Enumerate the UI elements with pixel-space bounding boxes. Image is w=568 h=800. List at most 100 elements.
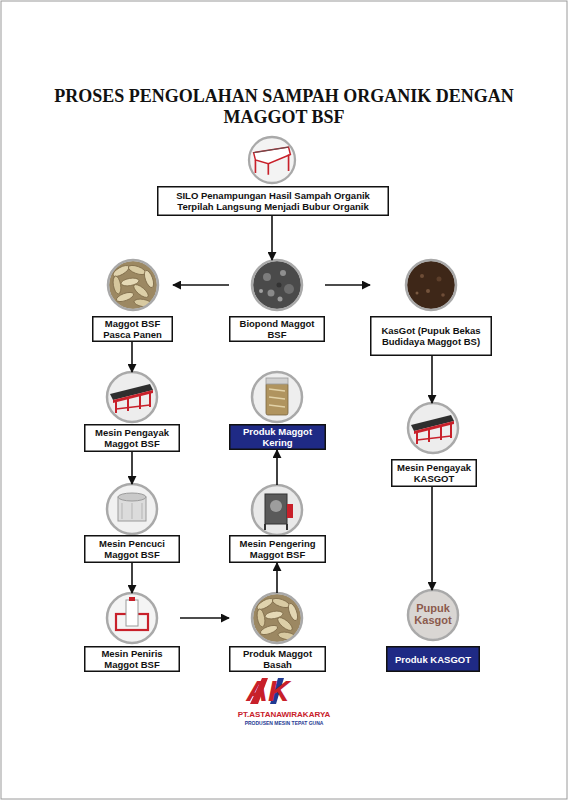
washer-machine [107,484,157,534]
dryer-machine [270,500,282,512]
spinner-machine [107,593,157,643]
box-text: Mesin Peniris Maggot BSF [87,648,177,670]
dried-maggot-photo [266,378,288,384]
silo-icon [249,137,295,183]
process-box: Produk Maggot Basah [229,593,326,672]
kasgot-photo [406,260,456,310]
box-outline [93,317,173,342]
silo-icon [254,147,291,164]
box-text: Produk KASGOT [395,654,471,665]
biopond-photo [252,260,302,310]
flow-arrow [271,216,273,260]
logo-text: AK [238,675,298,707]
silo-icon [288,154,290,171]
dryer-machine [252,485,302,535]
spinner-machine [129,597,135,601]
box-outline [85,425,180,452]
flow-arrow [276,563,278,593]
box-text: Maggot BSF Pasca Panen [95,318,170,340]
dried-maggot-photo [269,389,285,391]
process-box: Mesin Pencuci Maggot BSF [84,484,180,563]
washer-machine [122,503,123,519]
silo-icon [254,147,289,153]
biopond-photo [268,290,275,297]
box-outline [230,317,325,342]
process-box: Produk Maggot Kering [229,372,326,450]
box-text: Mesin Pengayak KASGOT [394,462,474,484]
process-box: Mesin Pengayak Maggot BSF [84,372,180,452]
washer-machine [107,484,157,534]
spinner-machine [107,593,157,643]
box-outline [387,647,480,672]
dried-maggot-photo [252,372,302,422]
kasgot-photo [437,277,442,282]
process-box: SILO Penampungan Hasil Sampah Organik Te… [157,137,389,216]
washer-machine [118,493,146,501]
flow-arrow [173,284,229,286]
kasgot-photo [406,260,456,310]
logo-text: PRODUSEN MESIN TEPAT GUNA [204,720,364,727]
process-box: Maggot BSF Pasca Panen [92,260,173,342]
dried-maggot-photo [252,372,302,422]
washer-machine [132,503,133,519]
illustration [408,403,458,453]
biopond-photo [263,273,271,281]
biopond-photo [252,260,302,310]
dried-maggot-photo [252,372,302,422]
process-box: Mesin Peniris Maggot BSF [84,593,180,672]
illustration [252,593,302,643]
kasgot-photo [406,260,456,310]
process-box: KasGot (Pupuk Bekas Budidaya Maggot BS) [370,260,492,356]
box-label: Produk Maggot Kering [229,424,326,450]
process-box: Biopond Maggot BSF [229,260,325,342]
box-label: Mesin Peniris Maggot BSF [84,646,180,672]
box-outline [371,317,492,356]
spinner-machine [126,600,138,626]
flow-arrow [131,452,133,484]
silo-icon [249,137,295,183]
box-outline [230,425,326,450]
box-label: Biopond Maggot BSF [229,316,325,342]
process-box: Mesin Pengering Maggot BSF [229,485,326,563]
illustration [108,260,158,310]
process-box: Mesin Pengayak KASGOT [391,403,477,487]
dryer-machine [287,504,293,518]
silo-icon [255,160,257,173]
dryer-machine [265,494,287,524]
box-outline [230,536,326,563]
box-text: Mesin Pengayak Maggot BSF [87,427,177,449]
dried-maggot-photo [252,372,302,422]
dryer-machine [252,485,302,535]
kasgot-photo [441,293,445,297]
flow-arrow [276,450,278,485]
spinner-machine [107,593,157,643]
dried-maggot-photo [269,397,285,399]
box-label: Mesin Pengayak KASGOT [391,459,477,487]
logo-text: PT.ASTANAWIRAKARYA [204,710,364,720]
box-text: Mesin Pengering Maggot BSF [232,538,323,560]
box-label: Produk Maggot Basah [229,646,326,672]
box-text: SILO Penampungan Hasil Sampah Organik Te… [160,190,386,212]
dryer-machine [252,485,302,535]
box-text: KasGot (Pupuk Bekas Budidaya Maggot BS) [373,325,489,347]
box-outline [85,536,180,563]
dryer-machine [264,524,266,530]
flow-arrow [131,563,133,593]
dryer-machine [286,524,288,530]
dried-maggot-photo [269,405,285,407]
box-text: Biopond Maggot BSF [232,318,322,340]
washer-machine [107,484,157,534]
kasgot-photo [416,292,419,295]
illustration [107,372,157,422]
spinner-machine [107,593,157,643]
box-outline [392,460,477,487]
kasgot-photo [406,260,456,310]
box-outline [85,647,180,672]
box-label: KasGot (Pupuk Bekas Budidaya Maggot BS) [370,316,492,356]
box-outline [230,647,326,672]
dryer-machine [252,485,302,535]
flow-arrow [431,487,433,590]
box-label: Produk KASGOT [386,646,480,672]
